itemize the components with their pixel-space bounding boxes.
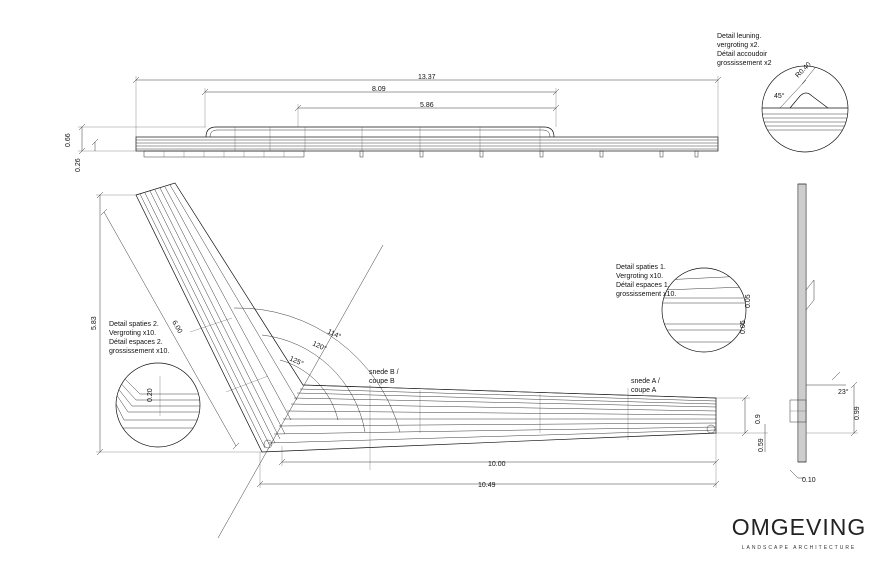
spaces-2-note-3: Détail espaces 2.: [109, 339, 163, 346]
spaces-1-dim-bottom: 0.05: [740, 320, 747, 334]
spaces-2-dim: 0.20: [147, 388, 154, 402]
spaces-1-note-3: Détail espaces 1.: [616, 282, 670, 289]
logo-tagline: LANDSCAPE ARCHITECTURE: [741, 545, 857, 551]
angle-114: 114°: [326, 328, 342, 341]
dim-length-total: 10.49: [478, 482, 496, 489]
spaces-1-note-4: grossissement x10.: [616, 291, 676, 298]
section-angle: 23°: [838, 388, 849, 396]
section-a-label-1: snede A /: [631, 378, 660, 385]
dim-height: 0.66: [65, 133, 72, 147]
omgeving-logo: OMGEVING LANDSCAPE ARCHITECTURE: [724, 515, 874, 551]
section-view: 23° 0.99 0.10: [789, 183, 861, 484]
section-width: 0.10: [802, 477, 816, 484]
spaces-2-note-1: Detail spaties 2.: [109, 321, 159, 328]
elevation-view: 13.37 8.09 5.86 0.66 0.26: [65, 74, 722, 172]
armrest-note-3: Détail accoudoir: [717, 51, 768, 58]
dim-inner-length: 5.86: [420, 102, 434, 109]
dim-base: 0.26: [75, 158, 82, 172]
dim-overall-length: 13.37: [418, 74, 436, 81]
spaces-2-note-2: Vergroting x10.: [109, 330, 156, 337]
section-a-label-2: coupe A: [631, 387, 657, 394]
section-b-label-2: coupe B: [369, 378, 395, 385]
angle-120: 120°: [311, 340, 328, 353]
detail-spaces-2: 0.20 Detail spaties 2. Vergroting x10. D…: [109, 321, 201, 448]
section-height: 0.99: [854, 406, 861, 420]
dim-diagonal-height: 5.83: [91, 316, 98, 330]
armrest-radius: R0.40: [794, 61, 812, 79]
section-b-label-1: snede B /: [369, 369, 399, 376]
armrest-note-1: Detail leuning.: [717, 33, 761, 40]
spaces-1-dim-top: 0.05: [745, 294, 752, 308]
detail-spaces-1: 0.05 0.05 Detail spaties 1. Vergroting x…: [616, 264, 752, 353]
dim-length-10: 10.00: [488, 461, 506, 468]
dim-end-top: 0.9: [755, 414, 762, 424]
armrest-note-2: vergroting x2.: [717, 42, 759, 49]
spaces-1-note-1: Detail spaties 1.: [616, 264, 666, 271]
plan-view: 114° 120° 125° snede B / coupe B snede A…: [91, 182, 768, 539]
detail-armrest: R0.40 45° Detail leuning. vergroting x2.…: [717, 33, 849, 153]
armrest-angle: 45°: [774, 92, 785, 100]
dim-end-bottom: 0.59: [758, 438, 765, 452]
spaces-2-note-4: grossissement x10.: [109, 348, 169, 355]
logo-name: OMGEVING: [731, 514, 867, 540]
armrest-note-4: grossissement x2: [717, 60, 772, 67]
dim-backrest-length: 8.09: [372, 86, 386, 93]
spaces-1-note-2: Vergroting x10.: [616, 273, 663, 280]
